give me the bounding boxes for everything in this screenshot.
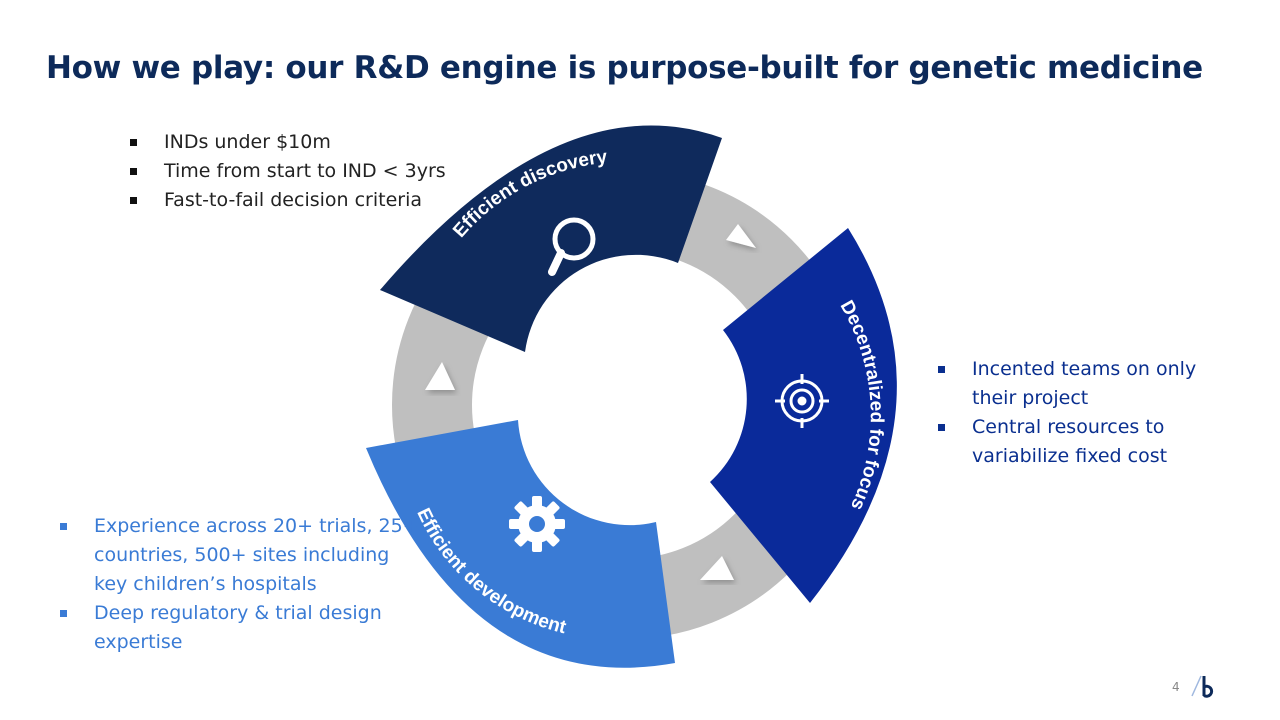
cycle-arrow-top (726, 224, 756, 248)
list-item: Incented teams on only their project (938, 355, 1238, 413)
list-item: Time from start to IND < 3yrs (130, 157, 446, 186)
focus-bullet-list: Incented teams on only their project Cen… (938, 355, 1238, 471)
gear-icon (509, 496, 565, 552)
discovery-bullet-list: INDs under $10m Time from start to IND <… (130, 128, 446, 215)
magnifier-icon (548, 217, 596, 276)
list-item: Central resources to variabilize fixed c… (938, 413, 1238, 471)
page-number: 4 (1172, 680, 1180, 694)
target-icon (775, 374, 829, 428)
brand-logo-icon (1191, 675, 1214, 698)
cycle-arrow-left (425, 362, 455, 390)
list-item: INDs under $10m (130, 128, 446, 157)
list-item: Deep regulatory & trial design expertise (60, 599, 420, 657)
list-item: Fast-to-fail decision criteria (130, 186, 446, 215)
cycle-arrow-bottom (700, 556, 734, 580)
development-bullet-list: Experience across 20+ trials, 25+ countr… (60, 512, 420, 657)
page-title: How we play: our R&D engine is purpose-b… (46, 50, 1203, 86)
list-item: Experience across 20+ trials, 25+ countr… (60, 512, 420, 599)
segment-efficient-discovery (380, 125, 722, 353)
segment-decentralized-for-focus (710, 228, 897, 603)
